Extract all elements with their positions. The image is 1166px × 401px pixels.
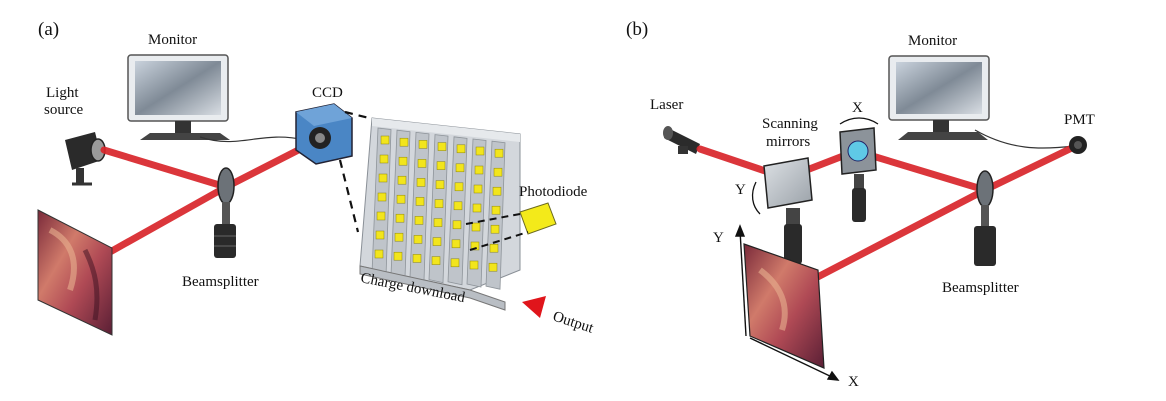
ccd-pixel bbox=[437, 142, 447, 151]
ccd-pixel bbox=[488, 262, 498, 272]
ccd-pixel bbox=[393, 251, 403, 261]
charge-download-rail bbox=[359, 265, 506, 311]
beamsplitter-b-label: Beamsplitter bbox=[942, 280, 1019, 296]
ccd-camera-icon bbox=[295, 103, 353, 165]
beamsplitter-b bbox=[974, 170, 996, 266]
ccd-pixel bbox=[450, 258, 460, 268]
sensor-to-photodiode-lines bbox=[465, 213, 529, 251]
ccd-pixel bbox=[470, 241, 480, 251]
ccd-pixel bbox=[491, 205, 501, 215]
ccd-pixel bbox=[490, 224, 500, 234]
ccd-pixel bbox=[494, 148, 504, 158]
photodiode-label: Photodiode bbox=[519, 184, 588, 200]
light-source-label-1: Light bbox=[46, 85, 79, 101]
ccd-pixel bbox=[471, 222, 481, 232]
ccd-pixel bbox=[377, 192, 387, 202]
ccd-pixel bbox=[474, 165, 484, 175]
monitor-a bbox=[127, 54, 230, 140]
photodiode-icon bbox=[519, 202, 557, 235]
ccd-pixel bbox=[396, 194, 406, 204]
ccd-pixel bbox=[473, 184, 483, 194]
ccd-label: CCD bbox=[312, 85, 343, 101]
panel-b: (b) Monitor Laser bbox=[626, 19, 1095, 390]
ccd-pixel bbox=[394, 232, 404, 242]
ccd-pixel bbox=[418, 140, 428, 149]
ccd-pixel bbox=[489, 243, 499, 253]
sample-image-a bbox=[37, 209, 113, 336]
ccd-pixel bbox=[415, 197, 425, 206]
monitor-a-label: Monitor bbox=[148, 32, 197, 48]
ccd-pixel bbox=[475, 146, 485, 156]
sample-image-b bbox=[743, 243, 825, 369]
ccd-pixel bbox=[412, 254, 422, 263]
monitor-cable-a bbox=[199, 136, 306, 143]
ccd-pixel bbox=[433, 218, 443, 227]
ccd-pixel bbox=[434, 199, 444, 208]
ccd-pixel bbox=[399, 137, 409, 147]
scanning-label-1: Scanning bbox=[762, 116, 818, 132]
beams-a bbox=[100, 136, 322, 256]
ccd-pixel bbox=[398, 156, 408, 166]
ccd-pixel bbox=[453, 201, 463, 211]
pmt-icon bbox=[1069, 136, 1087, 154]
laser-icon bbox=[663, 126, 700, 154]
y-mirror-label: Y bbox=[735, 182, 746, 198]
ccd-pixel bbox=[397, 175, 407, 185]
ccd-pixel bbox=[417, 159, 427, 168]
ccd-pixel bbox=[416, 178, 426, 187]
ccd-pixel bbox=[376, 211, 386, 221]
panel-a: (a) Monitor Light source bbox=[37, 19, 596, 337]
ccd-pixel bbox=[435, 180, 445, 189]
ccd-pixel bbox=[452, 220, 462, 230]
ccd-pixel bbox=[454, 182, 464, 192]
ccd-pixel bbox=[436, 161, 446, 170]
ccd-pixel bbox=[431, 256, 441, 265]
beamsplitter-a-label: Beamsplitter bbox=[182, 274, 259, 290]
ccd-pixel bbox=[378, 173, 388, 183]
light-source-icon bbox=[65, 132, 106, 186]
ccd-pixel bbox=[413, 235, 423, 244]
ccd-pixel bbox=[380, 135, 390, 145]
pmt-label: PMT bbox=[1064, 112, 1095, 128]
ccd-pixel bbox=[493, 167, 503, 177]
output-label: Output bbox=[551, 309, 596, 337]
output-icon bbox=[522, 296, 546, 318]
ccd-pixel bbox=[379, 154, 389, 164]
monitor-b bbox=[888, 55, 990, 140]
x-mirror-label: X bbox=[852, 100, 863, 116]
laser-label: Laser bbox=[650, 97, 683, 113]
ccd-pixel bbox=[492, 186, 502, 196]
ccd-pixel bbox=[432, 237, 442, 246]
beamsplitter-a bbox=[214, 167, 236, 258]
ccd-pixel bbox=[469, 260, 479, 270]
monitor-cable-b bbox=[974, 129, 1075, 149]
ccd-pixel bbox=[456, 144, 466, 154]
ccd-pixel bbox=[374, 249, 384, 259]
ccd-pixel bbox=[414, 216, 424, 225]
scanning-label-2: mirrors bbox=[766, 134, 810, 150]
ccd-pixel bbox=[451, 239, 461, 249]
axis-x-label: X bbox=[848, 374, 859, 390]
axis-y-label: Y bbox=[713, 230, 724, 246]
y-scanning-mirror bbox=[751, 157, 813, 264]
panel-a-tag: (a) bbox=[38, 19, 59, 40]
panel-b-tag: (b) bbox=[626, 19, 648, 40]
image-axes bbox=[734, 224, 840, 381]
ccd-pixel bbox=[395, 213, 405, 223]
ccd-sensor-array bbox=[359, 117, 521, 291]
monitor-b-label: Monitor bbox=[908, 33, 957, 49]
light-source-label-2: source bbox=[44, 102, 83, 118]
x-scanning-mirror bbox=[839, 117, 879, 222]
ccd-pixel bbox=[455, 163, 465, 173]
ccd-pixel bbox=[472, 203, 482, 213]
ccd-pixel bbox=[375, 230, 385, 240]
